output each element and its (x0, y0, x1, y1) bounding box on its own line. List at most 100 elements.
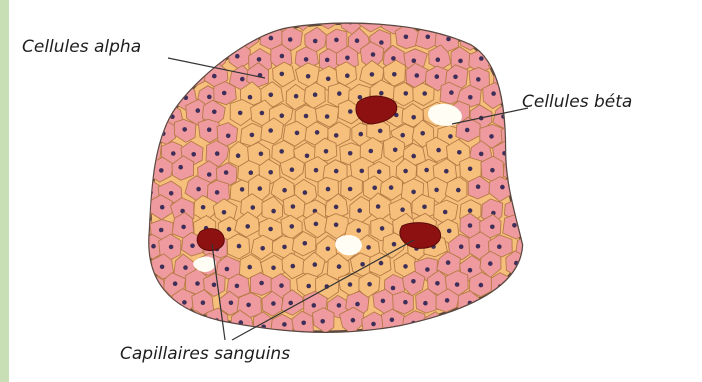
cell-nucleus (360, 262, 365, 267)
cell-nucleus (443, 210, 448, 215)
cell-nucleus (288, 301, 293, 306)
cell-nucleus (290, 224, 295, 229)
cell-nucleus (435, 74, 440, 79)
cell-nucleus (294, 94, 299, 99)
cell-nucleus (391, 286, 396, 291)
cell-nucleus (499, 321, 504, 326)
cell-nucleus (357, 208, 362, 213)
cell-nucleus (490, 225, 495, 230)
cell-nucleus (393, 148, 398, 153)
cell-nucleus (488, 261, 493, 266)
cell-nucleus (159, 228, 164, 233)
cell-nucleus (355, 38, 360, 43)
islet-cells (126, 5, 540, 339)
cell-nucleus (512, 169, 517, 174)
cell-nucleus (371, 322, 376, 327)
cell-nucleus (422, 91, 427, 96)
cell-nucleus (345, 56, 350, 61)
cell-nucleus (248, 95, 253, 100)
cell-nucleus (422, 205, 427, 210)
cell-nucleus (411, 154, 416, 159)
cell-nucleus (468, 208, 473, 213)
cell-nucleus (326, 77, 331, 82)
cell-nucleus (370, 72, 375, 77)
cell-nucleus (526, 53, 531, 58)
cell-nucleus (351, 318, 356, 323)
label-capillaries: Capillaires sanguins (120, 344, 290, 364)
cell-nucleus (260, 111, 265, 116)
cell-nucleus (348, 109, 353, 114)
alpha-cell (206, 7, 228, 31)
cell-nucleus (449, 90, 454, 95)
cell-nucleus (282, 245, 287, 250)
cell-nucleus (238, 111, 243, 116)
cell-nucleus (426, 35, 431, 40)
cell-nucleus (245, 35, 250, 40)
cell-nucleus (268, 128, 273, 133)
cell-nucleus (376, 204, 381, 209)
cell-nucleus (224, 170, 229, 175)
cell-nucleus (159, 168, 164, 173)
cell-nucleus (140, 208, 145, 213)
cell-nucleus (457, 150, 462, 155)
cell-nucleus (160, 265, 165, 270)
alpha-cell (507, 289, 529, 313)
cell-nucleus (235, 284, 240, 289)
cell-nucleus (521, 18, 526, 23)
cell-nucleus (454, 320, 459, 325)
alpha-cell (192, 25, 216, 49)
cell-nucleus (379, 91, 384, 96)
alpha-cell (140, 7, 162, 33)
cell-nucleus (370, 19, 375, 24)
cell-nucleus (152, 71, 157, 76)
alpha-cell (478, 24, 501, 49)
cell-nucleus (508, 91, 513, 96)
cell-nucleus (420, 131, 425, 136)
alpha-cell (227, 8, 252, 33)
cell-nucleus (227, 227, 232, 232)
cell-nucleus (436, 57, 441, 62)
alpha-cell (488, 309, 511, 334)
cell-nucleus (251, 205, 256, 210)
cell-nucleus (259, 281, 264, 286)
alpha-cell (501, 26, 524, 52)
cell-nucleus (436, 148, 441, 153)
cell-nucleus (432, 18, 437, 23)
alpha-cell (482, 293, 506, 317)
cell-nucleus (358, 95, 363, 100)
cell-nucleus (411, 190, 416, 195)
cell-nucleus (379, 261, 384, 266)
cell-nucleus (456, 188, 461, 193)
alpha-cell (511, 143, 533, 168)
cell-nucleus (196, 187, 201, 192)
cell-nucleus (282, 322, 287, 327)
cell-nucleus (513, 299, 518, 304)
cell-nucleus (282, 188, 287, 193)
cell-nucleus (459, 244, 464, 249)
cell-nucleus (313, 39, 318, 44)
cell-nucleus (337, 91, 342, 96)
cell-nucleus (212, 74, 217, 79)
cell-nucleus (215, 17, 220, 22)
cell-nucleus (280, 72, 285, 77)
cell-nucleus (392, 242, 397, 247)
alpha-cell (469, 9, 492, 33)
alpha-cell (161, 7, 185, 29)
cell-nucleus (149, 17, 154, 22)
cell-nucleus (151, 244, 156, 249)
cell-nucleus (468, 35, 473, 40)
cell-nucleus (149, 59, 154, 64)
alpha-cell (175, 28, 196, 52)
cell-nucleus (446, 37, 451, 42)
cell-nucleus (193, 52, 198, 57)
cell-nucleus (458, 59, 463, 64)
cell-nucleus (479, 283, 484, 288)
cell-nucleus (391, 56, 396, 61)
alpha-cell (163, 310, 185, 332)
cell-nucleus (196, 108, 201, 113)
alpha-cell (218, 24, 241, 48)
cell-nucleus (412, 58, 417, 63)
cell-nucleus (411, 115, 416, 120)
alpha-cell (158, 45, 180, 70)
